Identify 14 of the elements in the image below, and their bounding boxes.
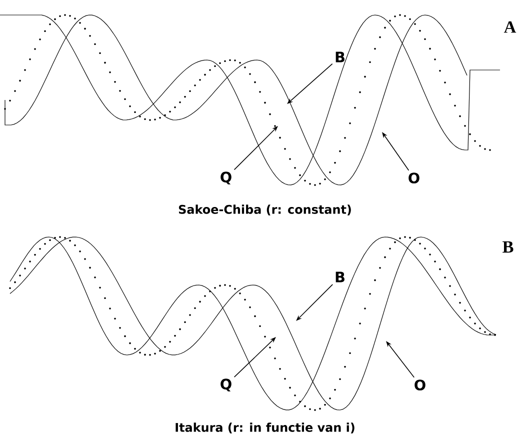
curve-label: Q [220,172,232,184]
panel-letter: A [504,21,516,33]
caption: Itakura (r: in functie van i) [176,422,354,434]
leader-arrow [296,284,333,321]
curve-label: O [408,172,420,184]
leader-arrow [287,63,333,104]
curve-label: Q [220,378,232,392]
caption: Sakoe-Chiba (r: constant) [178,204,351,216]
leader-arrow [234,126,278,170]
leader-arrow [234,337,276,378]
panel-letter: B [502,241,514,253]
curve-label: B [336,272,344,282]
curve-label: O [414,380,426,390]
curve-label: B [336,52,344,62]
